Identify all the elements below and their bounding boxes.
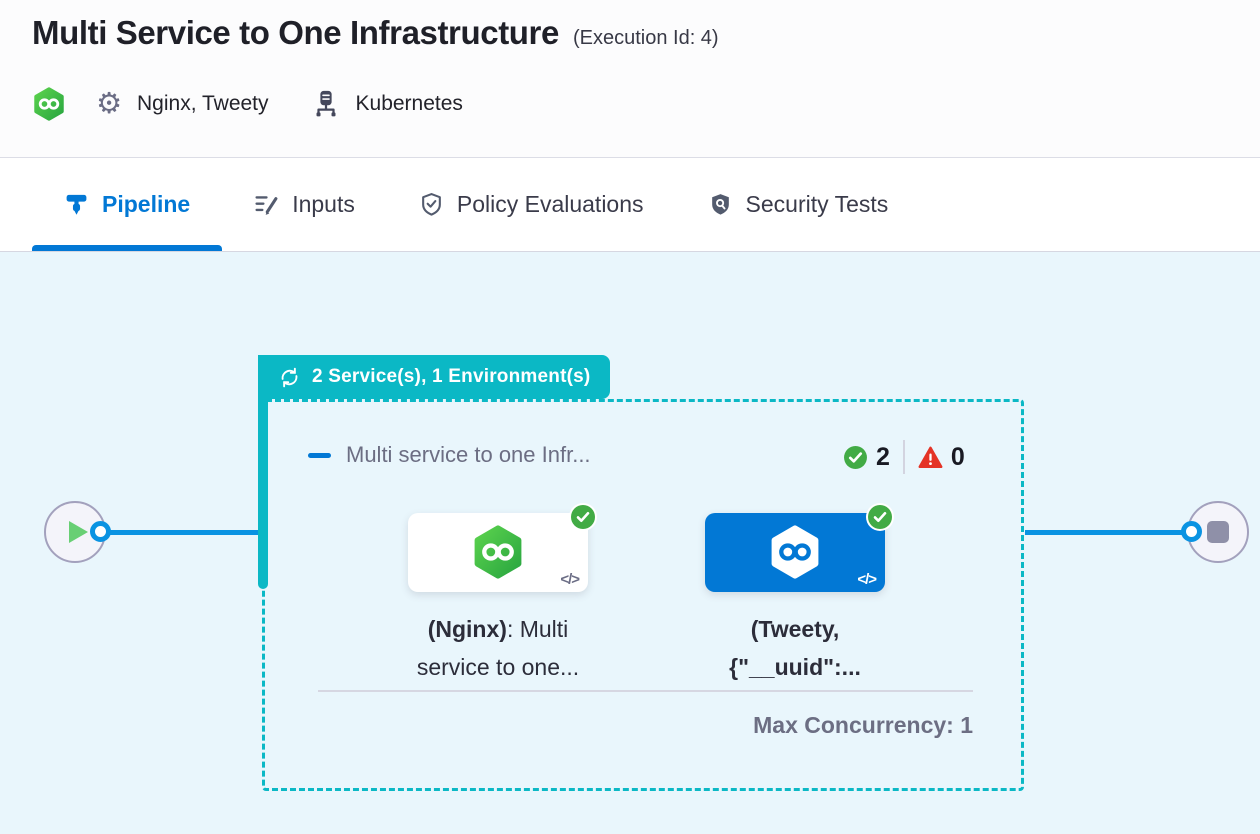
security-shield-icon — [708, 192, 733, 217]
pipeline-start-node — [44, 501, 106, 563]
success-count: 2 — [876, 442, 890, 471]
label-suffix: : Multi — [506, 616, 569, 642]
loop-icon — [278, 366, 301, 389]
play-icon — [68, 521, 88, 543]
tab-bar: Pipeline Inputs Policy Evaluations — [0, 158, 1260, 252]
execution-header: Multi Service to One Infrastructure (Exec… — [0, 0, 1260, 158]
label-line-1: (Nginx): Multi — [386, 610, 610, 648]
label-service-name: (Tweety, — [750, 616, 840, 642]
end-connector-dot — [1181, 521, 1202, 542]
service-node-tweety[interactable]: </> — [705, 503, 894, 592]
node-success-badge — [569, 503, 597, 531]
edge-stage-to-end — [1025, 530, 1183, 535]
stage-status: 2 0 — [843, 440, 965, 474]
active-tab-underline — [32, 245, 223, 251]
start-connector-dot — [90, 521, 111, 542]
service-node-tweety-label: (Tweety, {"__uuid":... — [683, 610, 907, 686]
tab-inputs-label: Inputs — [292, 191, 355, 217]
tab-policy-evaluations-label: Policy Evaluations — [456, 191, 644, 217]
code-icon: </> — [560, 571, 580, 588]
infrastructure-name: Kubernetes — [355, 92, 463, 115]
infrastructure-icon — [311, 89, 341, 119]
collapse-stage-button[interactable] — [308, 453, 331, 458]
stage-group-badge-label: 2 Service(s), 1 Environment(s) — [312, 366, 591, 387]
edge-start-to-stage — [101, 530, 258, 535]
label-service-name: (Nginx) — [427, 616, 507, 642]
policy-shield-check-icon — [419, 192, 444, 217]
label-line-2: {"__uuid":... — [729, 654, 861, 680]
tab-security-tests-label: Security Tests — [745, 191, 889, 217]
tab-policy-evaluations[interactable]: Policy Evaluations — [387, 158, 676, 251]
tab-security-tests[interactable]: Security Tests — [676, 158, 921, 251]
services-list: Nginx, Tweety — [137, 92, 269, 115]
execution-id: (Execution Id: 4) — [572, 27, 719, 49]
stage-group-container — [262, 399, 1024, 791]
label-line-2: service to one... — [416, 654, 580, 680]
page-title-text: Multi Service to One Infrastructure — [32, 14, 559, 51]
harness-service-icon — [471, 524, 525, 580]
failure-count: 0 — [950, 442, 965, 471]
page-title: Multi Service to One Infrastructure (Exec… — [32, 14, 719, 52]
failure-warning-icon — [918, 445, 943, 470]
max-concurrency-label: Max Concurrency: 1 — [753, 712, 973, 738]
stage-group-badge[interactable]: 2 Service(s), 1 Environment(s) — [258, 355, 611, 399]
gear-icon: ⚙ — [96, 87, 122, 120]
tab-pipeline[interactable]: Pipeline — [32, 158, 223, 251]
tab-pipeline-label: Pipeline — [102, 191, 191, 217]
pipeline-canvas[interactable]: 2 Service(s), 1 Environment(s) Multi ser… — [0, 252, 1260, 834]
status-divider — [902, 440, 905, 474]
node-success-badge — [866, 503, 894, 531]
pipeline-icon — [64, 192, 89, 217]
service-node-nginx-label: (Nginx): Multi service to one... — [386, 610, 610, 686]
execution-meta: ⚙ Nginx, Tweety Kubernetes — [32, 84, 463, 124]
inputs-icon — [254, 192, 279, 217]
stage-footer-divider — [318, 690, 973, 692]
harness-service-icon-selected — [768, 524, 822, 580]
harness-service-icon — [32, 87, 66, 121]
service-node-nginx[interactable]: </> — [408, 503, 597, 592]
code-icon: </> — [857, 571, 877, 588]
label-line-1: (Tweety, — [683, 610, 907, 648]
stage-group-left-bar — [258, 355, 268, 589]
stop-icon — [1207, 521, 1229, 543]
success-check-icon — [843, 445, 868, 470]
stage-title: Multi service to one Infr... — [346, 442, 591, 467]
tab-inputs[interactable]: Inputs — [222, 158, 387, 251]
